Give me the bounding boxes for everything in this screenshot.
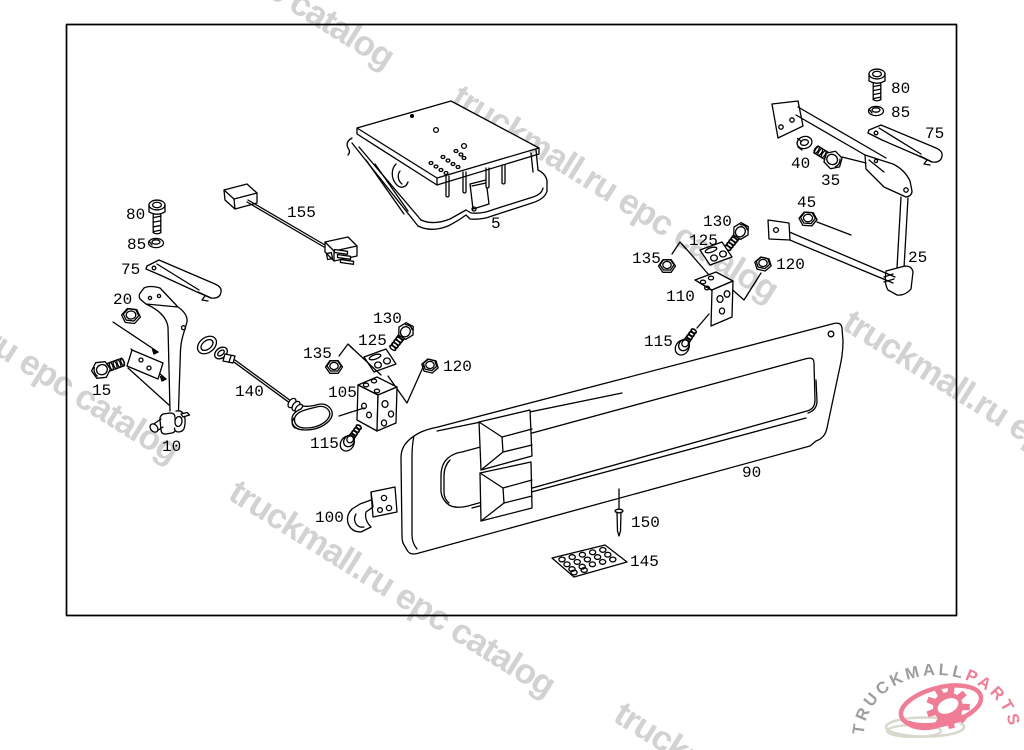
svg-text:120: 120 (776, 256, 805, 274)
svg-text:140: 140 (235, 383, 264, 401)
svg-text:125: 125 (358, 332, 387, 350)
svg-text:125: 125 (689, 232, 718, 250)
svg-text:100: 100 (315, 509, 344, 527)
svg-text:40: 40 (791, 155, 810, 173)
svg-text:25: 25 (908, 249, 927, 267)
svg-text:110: 110 (666, 288, 695, 306)
svg-text:105: 105 (328, 384, 357, 402)
svg-text:115: 115 (310, 435, 339, 453)
svg-text:130: 130 (703, 213, 732, 231)
svg-text:155: 155 (287, 204, 316, 222)
svg-text:90: 90 (742, 464, 761, 482)
svg-text:10: 10 (162, 438, 181, 456)
svg-text:115: 115 (644, 333, 673, 351)
svg-text:135: 135 (632, 250, 661, 268)
svg-text:80: 80 (126, 206, 145, 224)
svg-text:85: 85 (891, 104, 910, 122)
svg-text:15: 15 (92, 382, 111, 400)
svg-text:85: 85 (127, 236, 146, 254)
svg-text:135: 135 (303, 345, 332, 363)
svg-text:20: 20 (113, 291, 132, 309)
svg-text:145: 145 (630, 553, 659, 571)
svg-text:75: 75 (925, 125, 944, 143)
svg-text:120: 120 (443, 358, 472, 376)
svg-text:130: 130 (373, 310, 402, 328)
svg-text:80: 80 (891, 80, 910, 98)
svg-text:5: 5 (491, 215, 501, 233)
svg-text:150: 150 (631, 514, 660, 532)
svg-text:35: 35 (821, 172, 840, 190)
svg-text:75: 75 (121, 261, 140, 279)
svg-text:45: 45 (797, 194, 816, 212)
